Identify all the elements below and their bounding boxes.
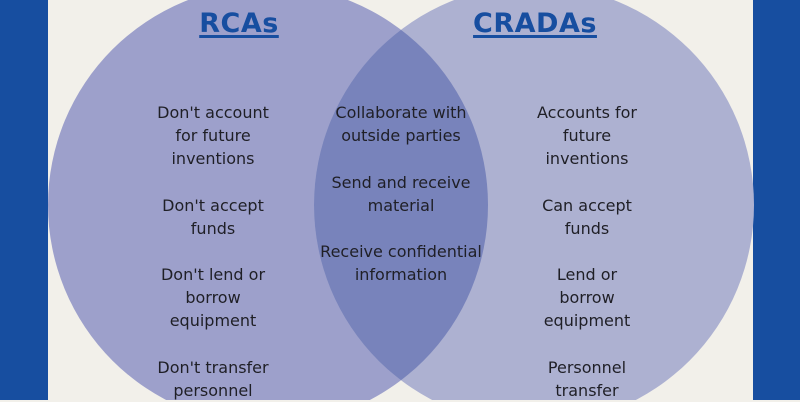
cradas-title: CRADAs [473, 8, 597, 39]
line: Don't lend or [160, 265, 266, 284]
line: Don't transfer [157, 358, 269, 377]
overlap-region [314, 0, 488, 400]
line: equipment [169, 311, 257, 330]
line: Personnel [547, 358, 627, 377]
cradas-item-funds: Can accept funds [542, 194, 632, 240]
rcas-item-funds: Don't accept funds [162, 194, 264, 240]
line: for future [175, 126, 251, 145]
line: Don't accept [162, 196, 264, 215]
line: Receive confidential [320, 242, 482, 261]
line: Send and receive [331, 173, 471, 192]
overlap-item-confidential: Receive confidential information [320, 240, 482, 286]
cradas-item-personnel: Personnel transfer [548, 356, 626, 402]
right-side-bar [753, 0, 800, 400]
line: inventions [171, 149, 255, 168]
line: personnel [173, 381, 253, 400]
overlap-item-collaborate: Collaborate with outside parties [335, 101, 466, 147]
cradas-item-future-inventions: Accounts for future inventions [537, 101, 637, 170]
rcas-title: RCAs [199, 8, 279, 39]
line: material [367, 196, 435, 215]
line: equipment [543, 311, 631, 330]
line: Don't account [157, 103, 269, 122]
line: funds [564, 219, 610, 238]
line: outside parties [341, 126, 461, 145]
line: borrow [185, 288, 241, 307]
rcas-item-personnel: Don't transfer personnel [157, 356, 268, 402]
rcas-item-equipment: Don't lend or borrow equipment [161, 263, 265, 332]
line: Can accept [542, 196, 632, 215]
line: inventions [545, 149, 629, 168]
line: transfer [555, 381, 619, 400]
left-side-bar [0, 0, 48, 400]
line: Collaborate with [335, 103, 467, 122]
line: funds [190, 219, 236, 238]
line: future [562, 126, 612, 145]
line: Accounts for [536, 103, 638, 122]
cradas-item-equipment: Lend or borrow equipment [544, 263, 631, 332]
rcas-item-future-inventions: Don't account for future inventions [157, 101, 269, 170]
line: Lend or [556, 265, 618, 284]
overlap-item-material: Send and receive material [331, 171, 470, 217]
line: information [354, 265, 448, 284]
line: borrow [559, 288, 615, 307]
